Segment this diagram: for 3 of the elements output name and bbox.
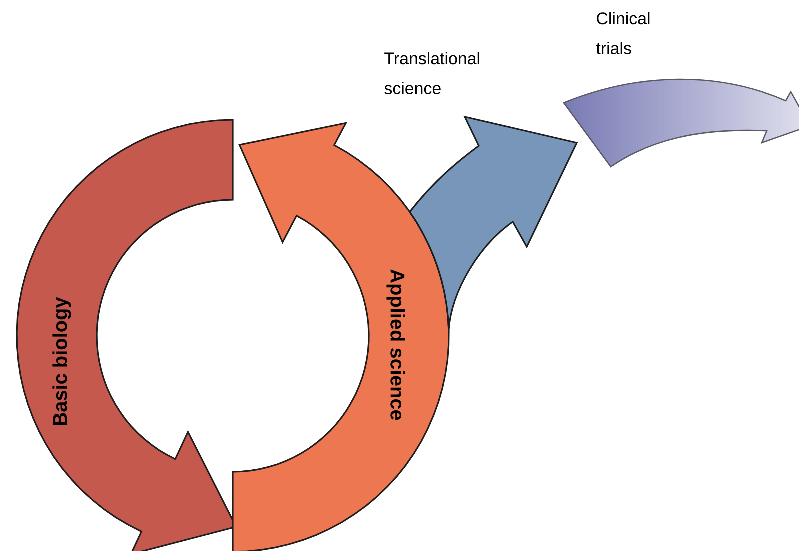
node-label: Clinical trials bbox=[596, 12, 650, 55]
label: Translational science bbox=[384, 52, 480, 95]
curved-arrow bbox=[409, 116, 578, 331]
